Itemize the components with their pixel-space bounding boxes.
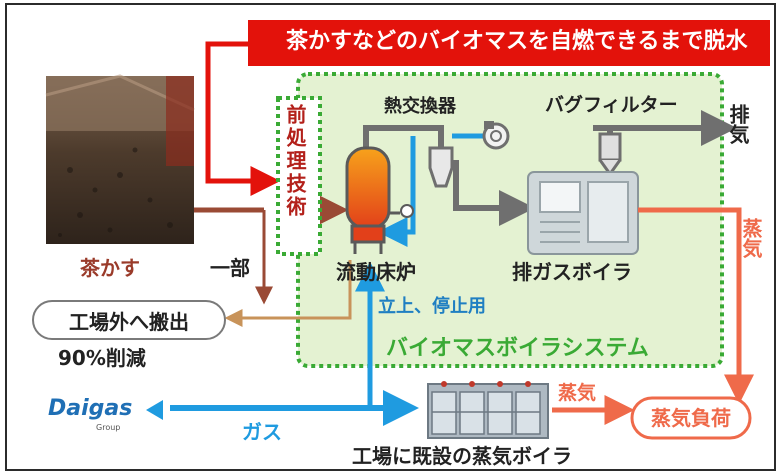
cyclone-icon xyxy=(428,146,454,188)
heat-exchanger-label: 熱交換器 xyxy=(384,96,456,117)
steam-load-box xyxy=(630,396,752,440)
blower-fan-icon xyxy=(482,121,510,150)
pretreatment-box xyxy=(276,96,322,256)
daigas-brand-sub: Group xyxy=(96,423,121,432)
pipe-cyclone-boiler xyxy=(453,160,535,226)
dewater-arrow xyxy=(205,41,281,196)
furnace-icon xyxy=(345,146,414,254)
reduction-label: 90%削減 xyxy=(58,346,146,370)
tea-waste-label: 茶かす xyxy=(80,256,140,280)
gas-label: ガス xyxy=(242,420,282,444)
daigas-brand: Daigas xyxy=(48,396,133,421)
exhaust-label: 排気 xyxy=(726,104,750,144)
steam-line-right xyxy=(638,207,754,405)
dewater-banner-text: 茶かすなどのバイオマスを自燃できるまで脱水 xyxy=(286,29,748,54)
steam-bottom-label: 蒸気 xyxy=(558,382,597,404)
pretreatment-label: 前処理技術 xyxy=(283,104,307,219)
startup-label: 立上、停止用 xyxy=(378,296,486,317)
exhaust-boiler-icon xyxy=(527,171,639,255)
daigas-logo xyxy=(146,400,163,420)
existing-boiler-label: 工場に既設の蒸気ボイラ xyxy=(352,444,572,468)
outer-frame xyxy=(5,3,776,471)
air-return-arrow xyxy=(390,133,484,232)
biomass-system-label: バイオマスボイラシステム xyxy=(386,336,649,361)
offsite-box: 工場外へ搬出 xyxy=(32,300,226,340)
pipe-furnace-cyclone xyxy=(363,125,444,150)
offsite-label: 工場外へ搬出 xyxy=(69,309,189,334)
steam-right-label: 蒸気 xyxy=(739,218,763,258)
bag-filter-label: バグフィルター xyxy=(545,94,678,116)
existing-boiler-icon xyxy=(427,381,549,439)
fluidized-bed-label: 流動床炉 xyxy=(336,260,416,284)
part-label: 一部 xyxy=(210,256,250,280)
offsite-arrow xyxy=(224,260,352,327)
steam-load-label: 蒸気負荷 xyxy=(651,406,731,430)
dewater-banner xyxy=(248,20,770,66)
tea-waste-photo xyxy=(45,74,195,244)
exhaust-gas-boiler-label: 排ガスボイラ xyxy=(512,260,632,284)
